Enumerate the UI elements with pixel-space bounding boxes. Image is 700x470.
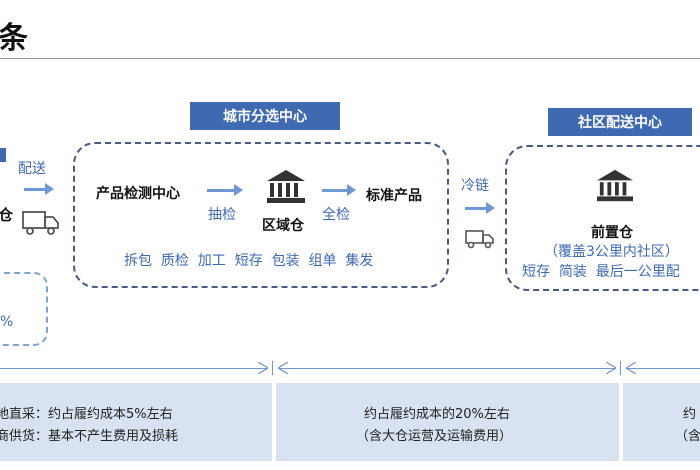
cold-chain-label: 冷链 bbox=[461, 178, 489, 194]
bracket-tick-2 bbox=[620, 361, 621, 375]
cost-panel-middle-line2: （含大仓运营及运输费用） bbox=[356, 429, 513, 444]
distribution-label: 配送 bbox=[18, 161, 46, 177]
sampling-label: 抽检 bbox=[208, 207, 236, 223]
sampling-arrow bbox=[207, 184, 243, 196]
bracket-middle-left-arrowhead bbox=[278, 362, 288, 374]
full-inspection-label: 全检 bbox=[322, 207, 350, 223]
cost-panel-right-line1: 约 bbox=[683, 407, 697, 422]
left-label-box-partial bbox=[0, 148, 6, 162]
standard-product: 标准产品 bbox=[366, 188, 422, 204]
city-center-operations: 拆包 质检 加工 短存 包装 组单 集发 bbox=[124, 253, 374, 269]
city-center-label: 城市分选中心 bbox=[190, 102, 340, 130]
full-inspection-arrow bbox=[322, 184, 356, 196]
title-divider bbox=[0, 58, 700, 59]
bracket-right-line bbox=[626, 368, 700, 369]
bracket-left-arrowhead bbox=[258, 362, 268, 374]
bracket-middle-right-arrowhead bbox=[606, 362, 616, 374]
regional-warehouse: 区域仓 bbox=[262, 218, 304, 234]
page-title: 条 bbox=[0, 21, 28, 56]
bracket-tick-1 bbox=[272, 361, 273, 375]
city-center-box bbox=[73, 142, 449, 288]
community-center-label: 社区配送中心 bbox=[548, 108, 692, 136]
cost-panel-middle: 约占履约成本的20%左右 （含大仓运营及运输费用） bbox=[276, 383, 619, 461]
cost-panel-left-line1: 地直采：约占履约成本5%左右 bbox=[0, 407, 173, 422]
truck-icon bbox=[22, 211, 59, 235]
cost-panel-right: 约 （含 bbox=[623, 383, 700, 461]
warehouse-building-icon bbox=[267, 170, 305, 203]
bracket-right-left-arrowhead bbox=[626, 362, 636, 374]
community-center-operations: 短存 简装 最后一公里配 bbox=[522, 264, 680, 280]
refrigerated-truck-icon bbox=[465, 230, 494, 249]
left-box-text-partial: % bbox=[0, 314, 14, 330]
front-warehouse-building-icon bbox=[597, 169, 633, 202]
coverage-note: （覆盖3公里内社区） bbox=[544, 244, 679, 260]
bracket-left-line bbox=[0, 368, 268, 369]
cost-panel-left: 地直采：约占履约成本5%左右 商供货：基本不产生费用及损耗 bbox=[0, 383, 272, 461]
front-warehouse: 前置仓 bbox=[591, 225, 633, 241]
left-dashed-box-partial bbox=[0, 272, 48, 346]
left-warehouse-partial: 仓 bbox=[0, 206, 14, 224]
product-inspection-center: 产品检测中心 bbox=[96, 186, 180, 202]
cost-panel-middle-line1: 约占履约成本的20%左右 bbox=[364, 407, 510, 422]
distribution-arrow bbox=[24, 183, 54, 195]
bracket-middle-line bbox=[278, 368, 616, 369]
cost-panel-right-line2: （含 bbox=[675, 429, 700, 444]
cold-chain-arrow bbox=[465, 202, 495, 214]
community-center-box bbox=[505, 145, 700, 291]
cost-panel-left-line2: 商供货：基本不产生费用及损耗 bbox=[0, 429, 179, 444]
